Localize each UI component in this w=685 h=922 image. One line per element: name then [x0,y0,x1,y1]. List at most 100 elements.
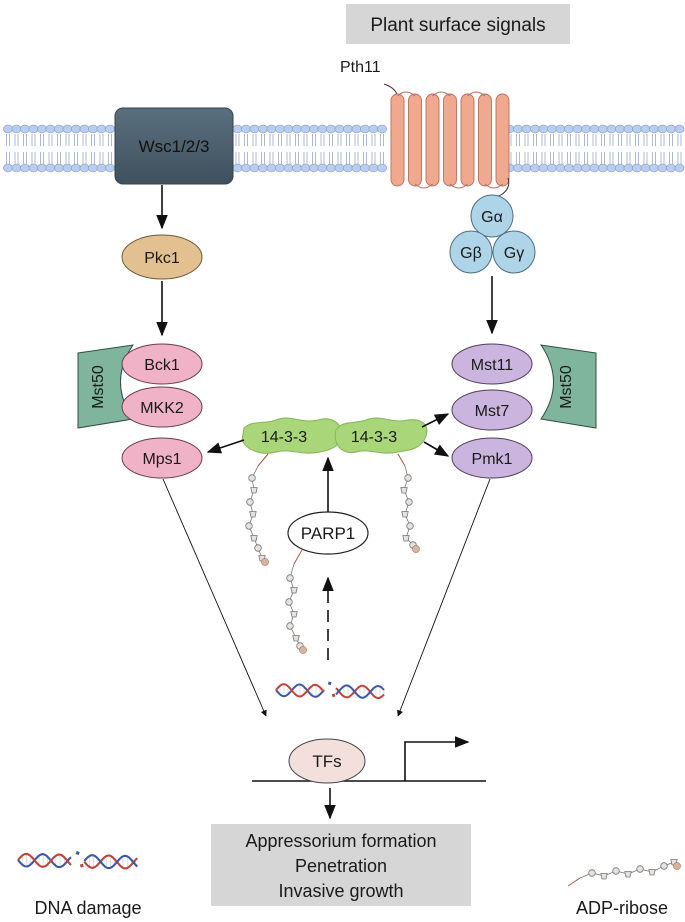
wsc-receptor-label: Wsc1/2/3 [139,137,210,156]
lipid-head [292,163,302,173]
lipid-head [232,163,243,173]
mst11-label: Mst11 [471,357,513,374]
lipid-head [79,124,90,134]
pth11-loop [432,91,451,97]
mkk2-node [121,386,203,428]
adp-ribose-terminal [412,545,420,553]
lipid-head [640,124,651,134]
right-mapk-cascade: Mst50 Mst11 Mst7 Pmk1 [451,343,597,479]
lipid-head [300,124,311,134]
lipid-head [623,124,634,134]
left-mst50-label: Mst50 [90,365,107,409]
lipid-head [368,163,379,173]
adp-ribose-unit [660,862,668,870]
lipid-head [377,163,387,173]
lipid-head [547,163,557,173]
adp-ribose-unit [404,474,412,482]
lipid-head [62,163,73,173]
dna-fragment [75,851,80,856]
14-3-3-left-label: 14-3-3 [261,429,307,446]
lipid-head [351,163,362,173]
plasma-membrane [3,124,685,173]
dna-strand [275,683,325,698]
lipid-head [581,163,591,173]
pkc1-node: Pkc1 [121,234,203,280]
lipid-head [615,163,625,173]
adp-ribose-unit [290,611,298,618]
lipid-head [317,163,328,173]
lipid-head [37,124,47,134]
lipid-head [20,163,30,173]
adp-ribose-unit [254,544,262,552]
dna-strand [335,684,385,699]
lipid-head [3,124,13,134]
arrow-14-3-3-to-mps1 [206,439,245,454]
lipid-head [326,124,336,134]
chain-attachment [567,877,581,887]
dna-fragment [79,863,84,868]
lipid-head [513,124,523,134]
parp1-node: PARP1 [287,511,369,555]
lipid-head [309,163,319,173]
arrow-14-3-3-to-pmk1 [423,441,450,457]
chain-attachment [293,549,303,565]
lipid-head [632,163,642,173]
lipid-head [555,124,566,134]
lipid-head [666,124,676,134]
lipid-head [615,124,625,134]
lipid-head [11,124,22,134]
lipid-head [71,163,81,173]
adp-ribose-unit [246,498,254,506]
dna-strand [275,683,325,698]
14-3-3-dimer: 14-3-3 14-3-3 [241,417,428,454]
lipid-head [538,124,549,134]
g-protein-trimer: Gα Gβ Gγ [449,194,536,274]
outcome-box: Appressorium formation Penetration Invas… [211,824,471,906]
lipid-head [266,163,277,173]
pth11-helix [408,93,422,187]
chain-attachment [397,453,406,467]
adp-ribose-terminal [261,558,269,566]
pth11-helix [478,93,492,187]
lipid-head [547,124,557,134]
adp-ribose-unit [612,867,620,875]
legend-adp-ribose-label: ADP-ribose [576,898,668,918]
pmk1-label: Pmk1 [472,451,513,468]
dna-strand [83,854,139,870]
lipid-head [45,124,56,134]
lipid-head [96,163,107,173]
plant-surface-signals-box: Plant surface signals [346,4,570,44]
lipid-head [96,124,107,134]
14-3-3-right-label: 14-3-3 [351,429,397,446]
lipid-head [564,124,574,134]
arrow-mps1-to-tfs [162,478,267,717]
parp1-label: PARP1 [301,524,356,543]
adp-ribose-unit [285,598,293,606]
dna-strand [17,852,72,868]
plant-surface-signals-label: Plant surface signals [370,15,545,36]
lipid-head [28,124,39,134]
pmk1-node [451,437,533,479]
arrow-pmk1-to-tfs [397,478,491,717]
lipid-head [326,163,336,173]
lipid-head [249,163,260,173]
lipid-head [105,124,115,134]
lipid-head [623,163,634,173]
lipid-head [360,163,370,173]
lipid-head [598,163,608,173]
lipid-head [581,124,591,134]
dna-fragment [327,681,332,686]
lipid-head [54,124,64,134]
arrow-14-3-3-to-mst7 [421,413,450,428]
mst11-node [451,343,533,385]
legend-dna-damage-label: DNA damage [34,898,141,918]
tfs-node [288,738,366,784]
lipid-head [258,163,268,173]
lipid-head [521,124,532,134]
lipid-head [334,124,345,134]
pth11-loop [449,183,468,189]
lipid-head [3,163,13,173]
adp-ribose-unit [405,498,413,506]
outcome-penetration: Penetration [295,856,387,876]
